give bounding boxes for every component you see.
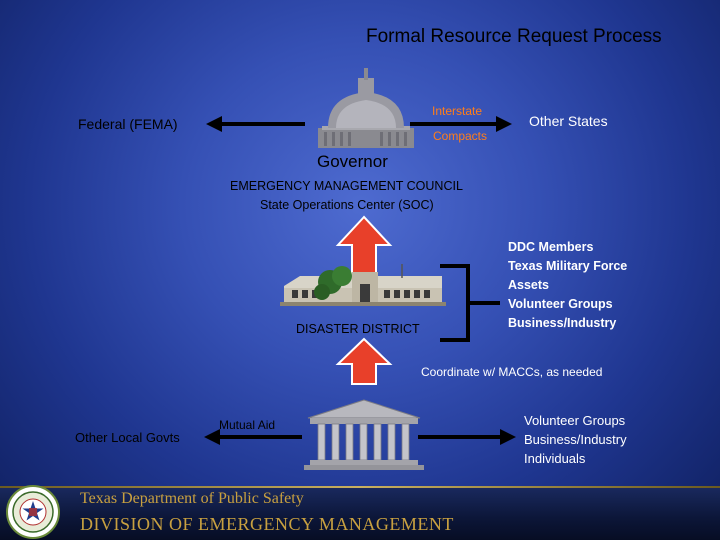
page-title: Formal Resource Request Process (366, 26, 662, 47)
soc-label: State Operations Center (SOC) (260, 198, 434, 212)
arrow-federal (206, 116, 305, 132)
list-item: Volunteer Groups (524, 413, 626, 428)
footer-band (0, 486, 720, 540)
governor-label: Governor (317, 152, 388, 171)
disaster-district-label: DISASTER DISTRICT (296, 322, 420, 336)
bracket-ddc (440, 264, 500, 342)
other-local-govts-label: Other Local Govts (75, 430, 180, 445)
other-states-label: Other States (529, 113, 608, 129)
list-item: Assets (508, 278, 549, 292)
footer-division: DIVISION OF EMERGENCY MANAGEMENT (80, 514, 454, 534)
footer-department: Texas Department of Public Safety (80, 490, 304, 507)
list-item: Texas Military Force (508, 259, 628, 273)
council-label: EMERGENCY MANAGEMENT COUNCIL (230, 179, 463, 193)
arrow-mutual-aid (204, 429, 302, 445)
list-item: Business/Industry (508, 316, 617, 330)
list-item: Individuals (524, 451, 586, 466)
list-item: Volunteer Groups (508, 297, 613, 311)
arrow-other-states (410, 116, 512, 132)
ddc-resource-list: DDC Members Texas Military Force Assets … (508, 238, 627, 333)
compacts-label: Compacts (433, 129, 488, 143)
footer-divider (0, 486, 720, 488)
list-item: Business/Industry (524, 432, 627, 447)
list-item: DDC Members (508, 240, 594, 254)
coordinate-maccs-label: Coordinate w/ MACCs, as needed (421, 365, 603, 379)
courthouse-icon (304, 399, 424, 470)
mutual-aid-label: Mutual Aid (219, 418, 276, 432)
federal-fema-label: Federal (FEMA) (78, 116, 178, 132)
dps-seal-icon (6, 485, 60, 539)
arrow-local-resources (418, 429, 516, 445)
arrow-up-to-district (335, 337, 393, 385)
interstate-label: Interstate (432, 104, 483, 118)
capitol-icon (318, 68, 414, 148)
district-office-icon (280, 264, 446, 306)
local-resource-list: Volunteer Groups Business/Industry Indiv… (524, 411, 627, 468)
